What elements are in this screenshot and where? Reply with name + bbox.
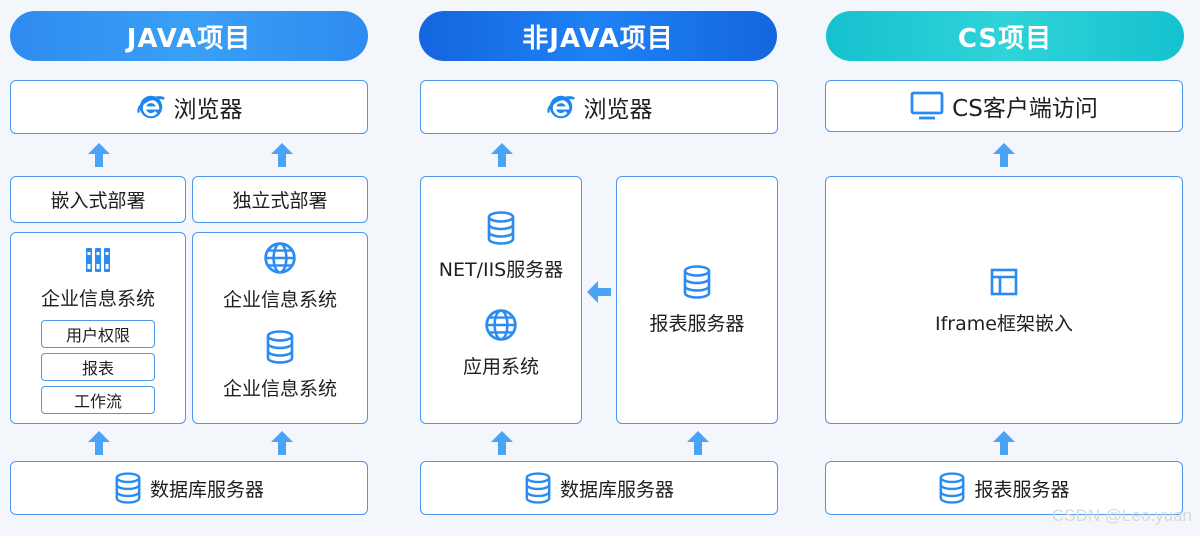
globe-icon bbox=[263, 241, 297, 275]
java-arrow-up-left-bottom bbox=[87, 430, 111, 456]
java-arrow-up-left-top bbox=[87, 142, 111, 168]
net-server-label: NET/IIS服务器 bbox=[438, 259, 564, 281]
java-arrow-up-right-bottom bbox=[270, 430, 294, 456]
java-database-box: 数据库服务器 bbox=[10, 461, 368, 515]
database-icon bbox=[114, 472, 142, 504]
server-rack-icon bbox=[83, 245, 113, 275]
cs-report-box: 报表服务器 bbox=[825, 461, 1183, 515]
java-arrow-up-right-top bbox=[270, 142, 294, 168]
database-icon bbox=[265, 330, 295, 364]
frame-icon bbox=[989, 267, 1019, 297]
module-user-permission: 用户权限 bbox=[41, 320, 155, 348]
watermark: CSDN @Leo.yuan bbox=[1051, 506, 1192, 525]
standalone-system-box: 企业信息系统 企业信息系统 bbox=[192, 232, 368, 424]
non-java-arrow-up-top bbox=[490, 142, 514, 168]
non-java-browser-box: 浏览器 bbox=[420, 80, 778, 134]
standalone-system-label-1: 企业信息系统 bbox=[222, 289, 337, 311]
database-icon bbox=[938, 472, 966, 504]
java-browser-label: 浏览器 bbox=[173, 97, 243, 123]
cs-arrow-up-top bbox=[992, 142, 1016, 168]
globe-icon bbox=[484, 308, 518, 342]
embedded-system-box: 企业信息系统 用户权限 报表 工作流 bbox=[10, 232, 186, 424]
java-browser-box: 浏览器 bbox=[10, 80, 368, 134]
iframe-box: Iframe框架嵌入 bbox=[825, 176, 1183, 424]
cs-arrow-up-bottom bbox=[992, 430, 1016, 456]
non-java-project-header: 非JAVA项目 bbox=[419, 11, 777, 61]
embedded-deploy-box: 嵌入式部署 bbox=[10, 176, 186, 223]
database-icon bbox=[524, 472, 552, 504]
module-report: 报表 bbox=[41, 353, 155, 381]
app-system-label: 应用系统 bbox=[462, 356, 539, 378]
cs-project-title: CS项目 bbox=[957, 23, 1053, 54]
net-app-box: NET/IIS服务器 应用系统 bbox=[420, 176, 582, 424]
cs-report-label: 报表服务器 bbox=[974, 478, 1070, 501]
non-java-report-box: 报表服务器 bbox=[616, 176, 778, 424]
non-java-report-label: 报表服务器 bbox=[649, 313, 745, 335]
standalone-deploy-box: 独立式部署 bbox=[192, 176, 368, 223]
cs-client-box: CS客户端访问 bbox=[825, 80, 1183, 132]
module-workflow: 工作流 bbox=[41, 386, 155, 414]
embedded-deploy-label: 嵌入式部署 bbox=[50, 190, 146, 212]
java-project-header: JAVA项目 bbox=[10, 11, 368, 61]
cs-client-label: CS客户端访问 bbox=[952, 96, 1098, 122]
database-icon bbox=[486, 211, 516, 245]
non-java-project-title: 非JAVA项目 bbox=[522, 23, 674, 54]
cs-project-header: CS项目 bbox=[826, 11, 1184, 61]
monitor-icon bbox=[910, 91, 944, 121]
non-java-database-label: 数据库服务器 bbox=[559, 478, 674, 501]
arrow-left-icon bbox=[586, 280, 612, 304]
java-database-label: 数据库服务器 bbox=[149, 478, 264, 501]
non-java-arrow-up-left-bottom bbox=[490, 430, 514, 456]
browser-icon bbox=[546, 92, 576, 122]
non-java-database-box: 数据库服务器 bbox=[420, 461, 778, 515]
browser-icon bbox=[136, 92, 166, 122]
database-icon bbox=[682, 265, 712, 299]
iframe-label: Iframe框架嵌入 bbox=[935, 313, 1073, 335]
standalone-deploy-label: 独立式部署 bbox=[232, 190, 328, 212]
java-project-title: JAVA项目 bbox=[126, 23, 252, 54]
embedded-system-label: 企业信息系统 bbox=[40, 288, 155, 310]
non-java-arrow-up-right-bottom bbox=[686, 430, 710, 456]
non-java-browser-label: 浏览器 bbox=[583, 97, 653, 123]
standalone-system-label-2: 企业信息系统 bbox=[222, 378, 337, 400]
